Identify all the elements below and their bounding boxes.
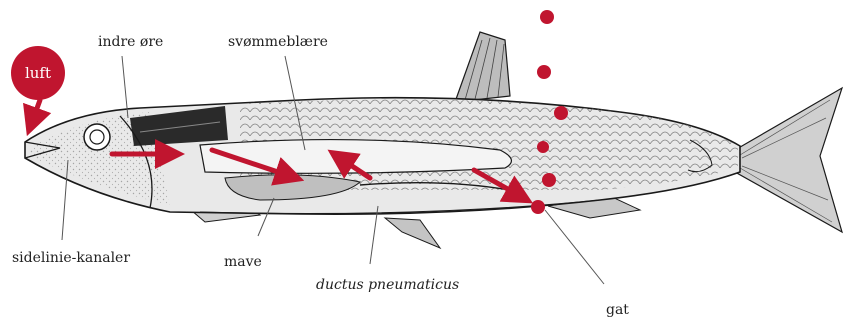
bubble-6	[531, 200, 545, 214]
bubble-3	[554, 106, 568, 120]
bubble-2	[537, 65, 551, 79]
tail-fin	[735, 88, 842, 232]
luft-label: luft	[25, 64, 51, 82]
label-indre-ore: indre øre	[98, 34, 163, 50]
arrow-into-mouth	[32, 100, 40, 122]
fish-illustration	[25, 32, 842, 248]
bubble-4	[537, 141, 549, 153]
label-sidelinie-kanaler: sidelinie-kanaler	[12, 250, 130, 266]
label-ductus-pneumaticus: ductus pneumaticus	[316, 277, 459, 293]
luft-badge: luft	[11, 46, 65, 100]
label-gat: gat	[606, 302, 629, 318]
leader-gat	[545, 210, 604, 284]
bubble-1	[540, 10, 554, 24]
label-svommeblaere: svømmeblære	[228, 34, 328, 50]
pelvic-fin	[385, 218, 440, 248]
bubble-5	[542, 173, 556, 187]
label-mave: mave	[224, 254, 262, 270]
